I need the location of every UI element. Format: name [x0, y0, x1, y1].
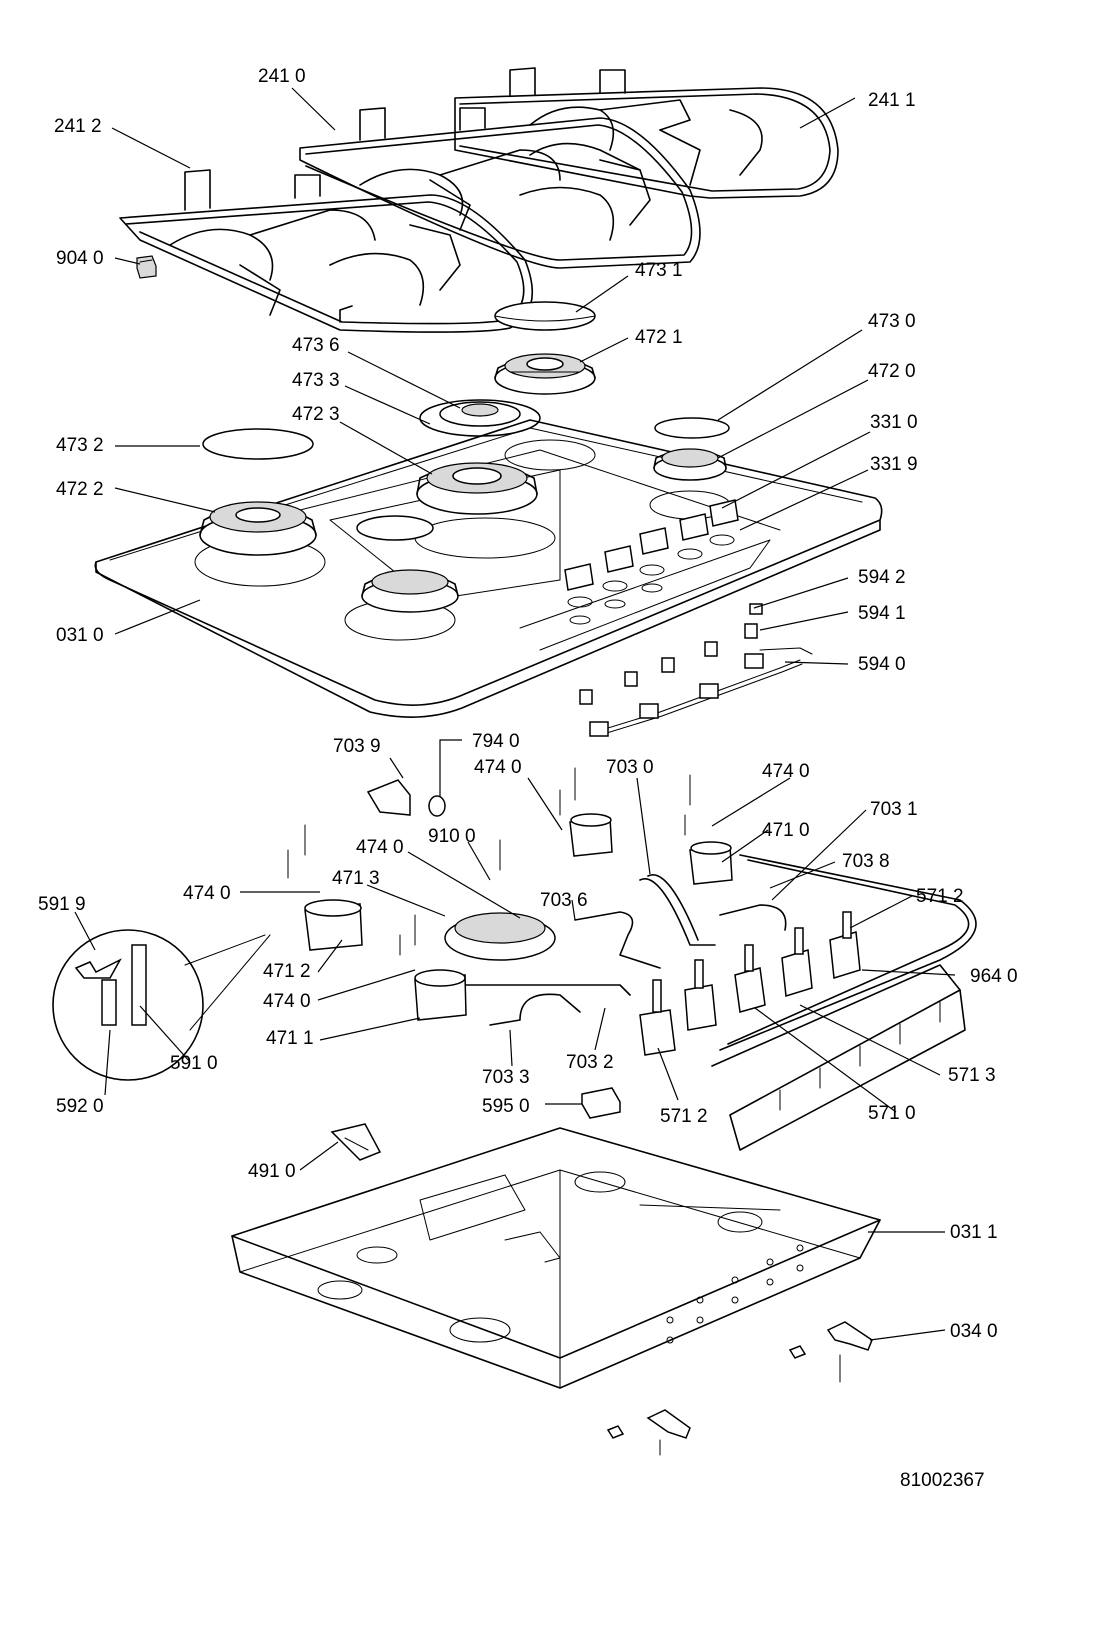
callout-331-9: 331 9	[870, 454, 918, 475]
callout-471-2: 471 2	[263, 961, 311, 982]
callout-703-0: 703 0	[606, 757, 654, 778]
drawing-number: 81002367	[900, 1470, 985, 1491]
callout-472-1: 472 1	[635, 327, 683, 348]
callout-591-0: 591 0	[170, 1053, 218, 1074]
callout-474-0-b: 474 0	[762, 761, 810, 782]
callout-471-1: 471 1	[266, 1028, 314, 1049]
burner-head-472-1	[494, 353, 596, 395]
burner-cap-473-1	[494, 301, 596, 331]
clip-part-491	[330, 1123, 382, 1161]
callout-474-0-a: 474 0	[474, 757, 522, 778]
gas-inlet-elbow	[366, 779, 446, 817]
electrode-detail-circle	[52, 929, 271, 1081]
callout-473-3: 473 3	[292, 370, 340, 391]
ignition-harness	[579, 603, 813, 737]
callout-904-0: 904 0	[56, 248, 104, 269]
callout-594-1: 594 1	[858, 603, 906, 624]
callout-241-0: 241 0	[258, 66, 306, 87]
bottom-tray	[231, 1127, 881, 1389]
burner-head-472-0	[653, 448, 727, 481]
burner-cap-473-2	[202, 428, 314, 460]
injector-holders	[304, 813, 733, 1021]
callout-474-0-e: 474 0	[263, 991, 311, 1012]
callout-241-2: 241 2	[54, 116, 102, 137]
callout-703-9: 703 9	[333, 736, 381, 757]
thermocouples	[287, 767, 691, 956]
callout-592-0: 592 0	[56, 1096, 104, 1117]
callout-472-2: 472 2	[56, 479, 104, 500]
callout-571-2-b: 571 2	[660, 1106, 708, 1127]
ignition-generator-box	[581, 1087, 621, 1119]
callout-241-1: 241 1	[868, 90, 916, 111]
burner-head-472-2	[199, 501, 317, 556]
callout-331-0: 331 0	[870, 412, 918, 433]
callout-473-2: 473 2	[56, 435, 104, 456]
pan-support-right	[454, 67, 839, 199]
callout-031-1: 031 1	[950, 1222, 998, 1243]
burner-head-472-3	[416, 462, 538, 515]
callout-794-0: 794 0	[472, 731, 520, 752]
callout-473-1: 473 1	[635, 260, 683, 281]
pan-support-left	[119, 169, 533, 333]
callout-703-2: 703 2	[566, 1052, 614, 1073]
control-knobs	[564, 499, 739, 625]
callout-472-3: 472 3	[292, 404, 340, 425]
callout-571-0: 571 0	[868, 1103, 916, 1124]
callout-474-0-c: 474 0	[356, 837, 404, 858]
callout-571-3: 571 3	[948, 1065, 996, 1086]
callout-031-0: 031 0	[56, 625, 104, 646]
burner-head-front	[361, 569, 459, 613]
callout-703-8: 703 8	[842, 851, 890, 872]
callout-labels: 241 0 241 1 241 2 904 0 473 1 472 1 473 …	[38, 66, 1018, 1491]
callout-595-0: 595 0	[482, 1096, 530, 1117]
callout-471-0: 471 0	[762, 820, 810, 841]
callout-571-2-a: 571 2	[916, 886, 964, 907]
gas-pipes	[439, 854, 977, 1051]
gas-valves-row	[639, 911, 861, 1056]
callout-471-3: 471 3	[332, 868, 380, 889]
leader-lines	[74, 87, 956, 1341]
callout-474-0-d: 474 0	[183, 883, 231, 904]
burner-cap-on-hob	[356, 515, 434, 541]
callout-491-0: 491 0	[248, 1161, 296, 1182]
callout-034-0: 034 0	[950, 1321, 998, 1342]
clip-part-904	[136, 255, 157, 279]
burner-cap-473-0	[654, 417, 730, 439]
callout-910-0: 910 0	[428, 826, 476, 847]
callout-473-0: 473 0	[868, 311, 916, 332]
callout-594-0: 594 0	[858, 654, 906, 675]
callout-964-0: 964 0	[970, 966, 1018, 987]
callout-703-6: 703 6	[540, 890, 588, 911]
callout-703-3: 703 3	[482, 1067, 530, 1088]
callout-703-1: 703 1	[870, 799, 918, 820]
pan-support-middle	[299, 107, 701, 269]
callout-472-0: 472 0	[868, 361, 916, 382]
callout-473-6: 473 6	[292, 335, 340, 356]
callout-594-2: 594 2	[858, 567, 906, 588]
fixing-brackets	[606, 1321, 873, 1456]
callout-591-9: 591 9	[38, 894, 86, 915]
